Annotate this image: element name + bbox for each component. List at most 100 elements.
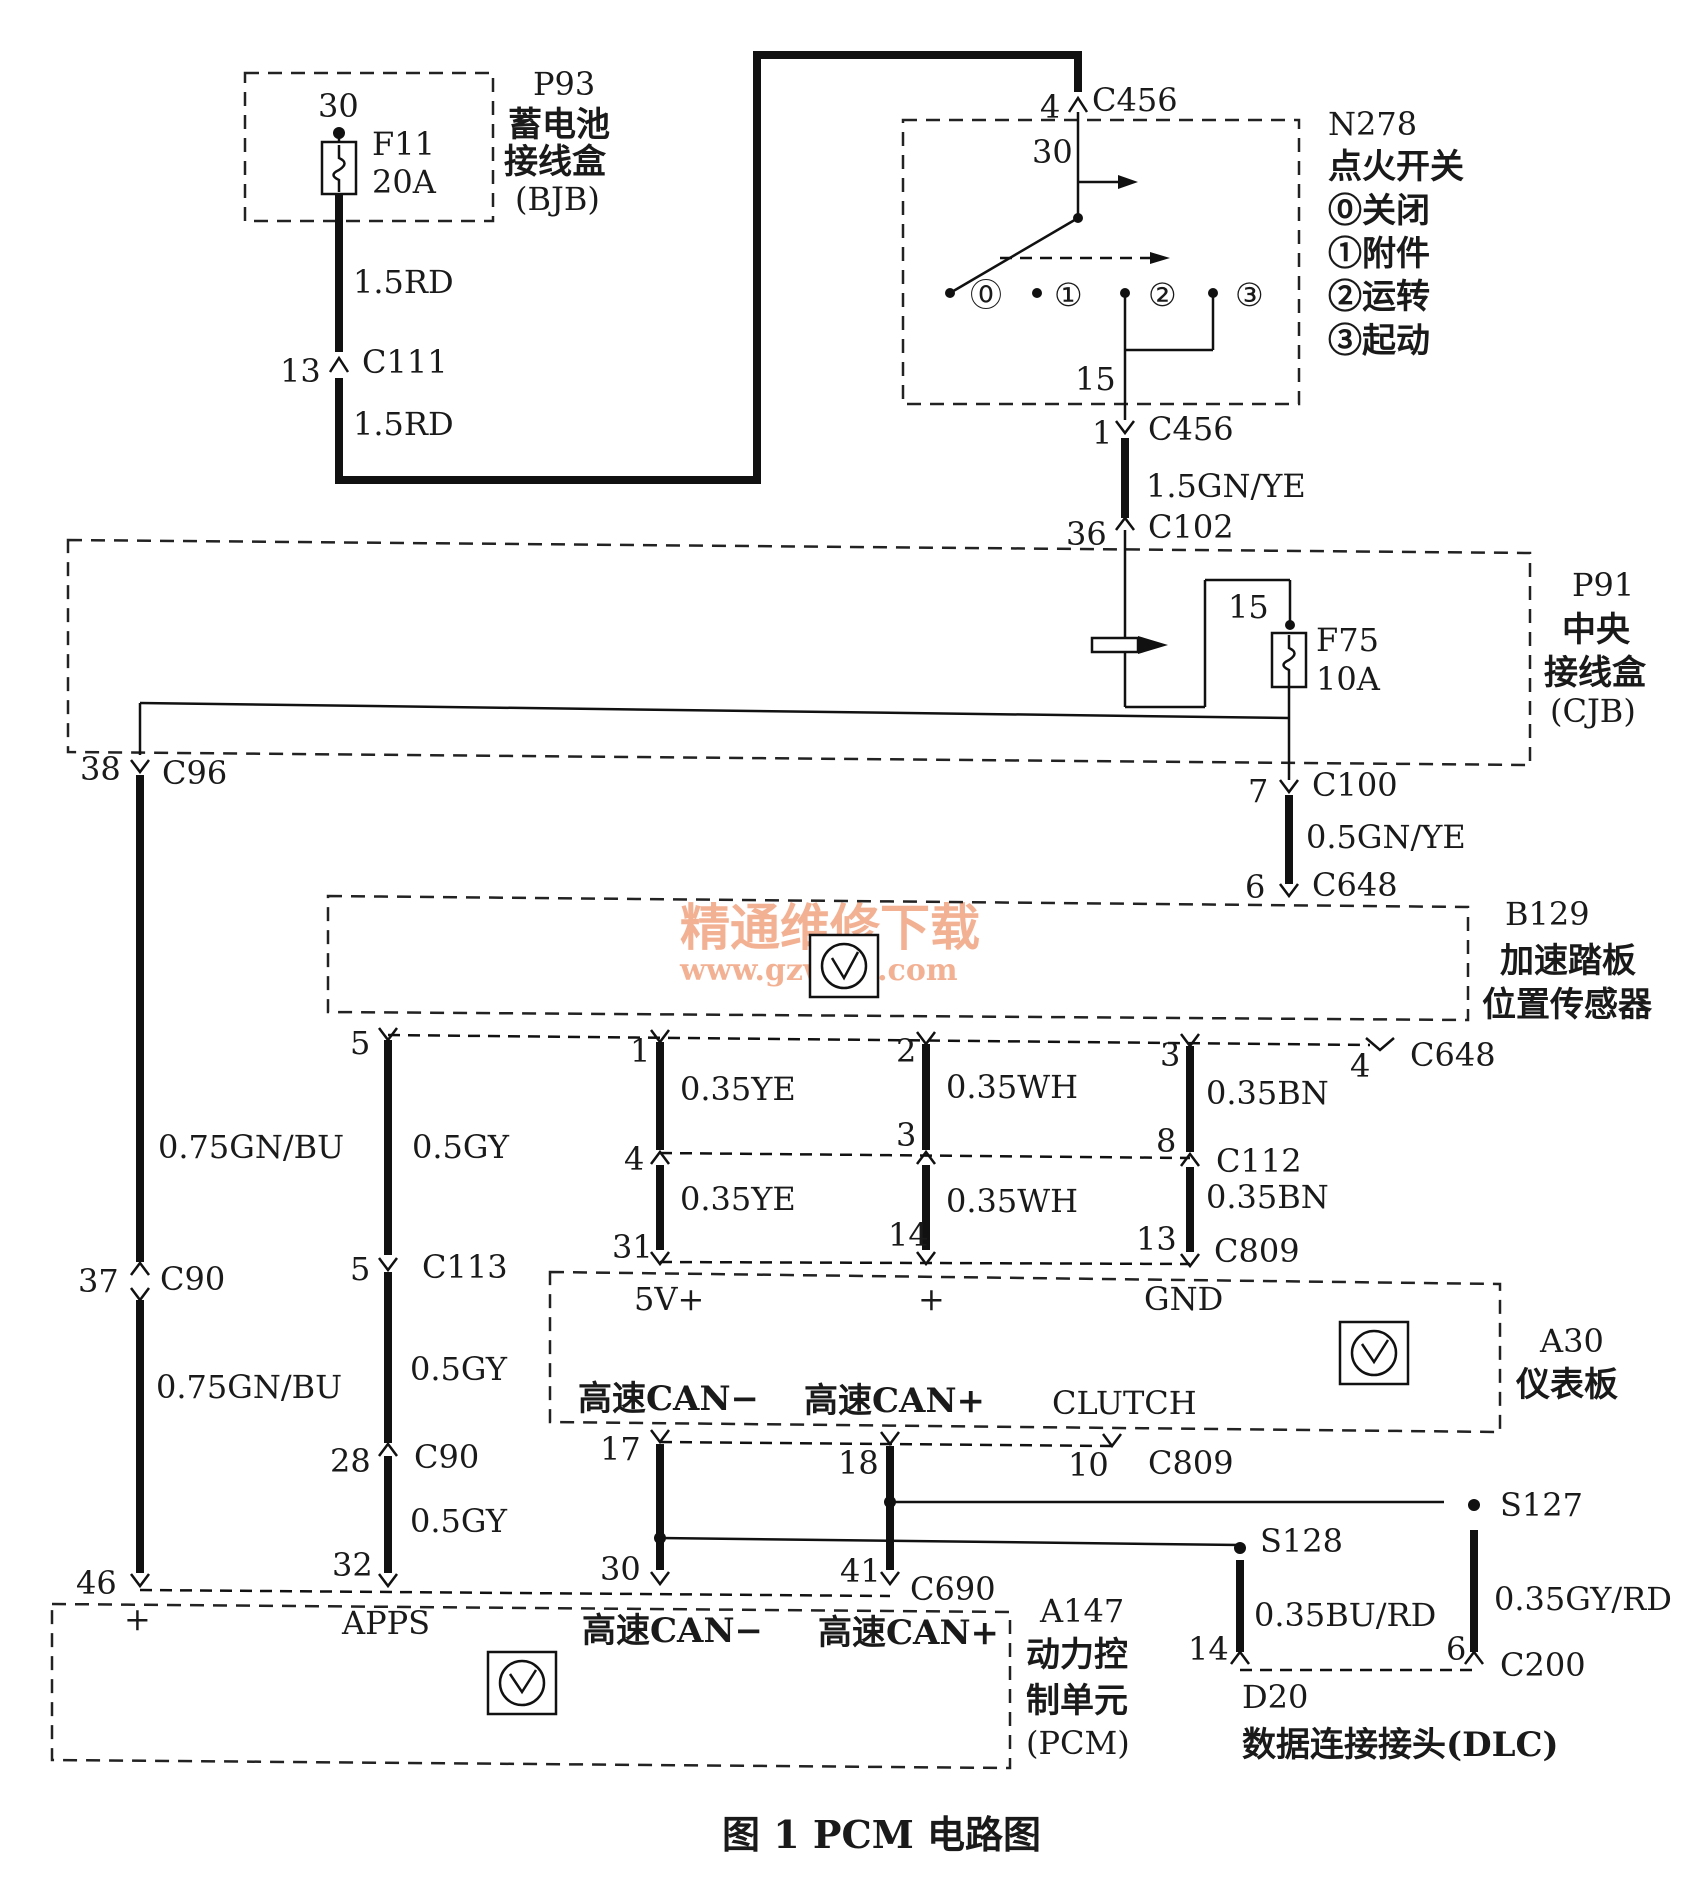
c112-connector: 4 3 8 C112 xyxy=(624,1116,1302,1180)
c112-pin-8: 8 xyxy=(1156,1122,1176,1160)
c90-b-name: C90 xyxy=(414,1438,479,1476)
wire-label-burd: 0.35BU/RD xyxy=(1254,1596,1436,1634)
wire-label-gy1: 0.5GY xyxy=(412,1128,510,1166)
n278-pos2-label: ②运转 xyxy=(1328,277,1430,317)
c90-a-pin: 37 xyxy=(78,1262,119,1300)
f11-rating: 20A xyxy=(372,163,437,201)
wire-label-gnye05: 0.5GN/YE xyxy=(1306,818,1466,856)
n278-pin-in: 30 xyxy=(1032,133,1073,171)
wire-label-bn2: 0.35BN xyxy=(1206,1178,1329,1216)
c111-connector: 13 C111 xyxy=(280,343,448,390)
wire-label-rd2: 1.5RD xyxy=(353,405,454,443)
c809-top-pin-14: 14 xyxy=(888,1216,929,1254)
a30-can-minus: 高速CAN− xyxy=(578,1379,759,1419)
p91-id: P91 xyxy=(1572,566,1634,604)
a30-pin-gnd: GND xyxy=(1144,1280,1223,1318)
c648-pin-3: 3 xyxy=(1160,1036,1180,1074)
d20-id: D20 xyxy=(1242,1678,1308,1716)
c113-name: C113 xyxy=(422,1248,508,1286)
n278-pos2-symbol: ② xyxy=(1148,276,1177,314)
c648-top-connector: 6 C648 xyxy=(1245,866,1398,906)
f75-label: F75 xyxy=(1316,621,1379,659)
n278-pos3-symbol: ③ xyxy=(1235,276,1264,314)
a147-can-minus: 高速CAN− xyxy=(582,1611,763,1651)
c456-top-pin: 4 xyxy=(1040,88,1060,126)
s128-name: S128 xyxy=(1260,1522,1343,1560)
figure-caption: 图 1 PCM 电路图 xyxy=(722,1812,1041,1857)
p93-id: P93 xyxy=(533,65,595,103)
c102-name: C102 xyxy=(1148,508,1234,546)
n278-name: 点火开关 xyxy=(1328,147,1464,187)
c809-bottom-pin-18: 18 xyxy=(838,1444,879,1482)
f75-rating: 10A xyxy=(1316,660,1381,698)
c648-pin-4: 4 xyxy=(1350,1047,1370,1085)
b129-name-line2: 位置传感器 xyxy=(1482,985,1653,1025)
d20-name: 数据连接接头(DLC) xyxy=(1242,1725,1559,1765)
c456-top-name: C456 xyxy=(1092,81,1178,119)
c648-pin-1: 1 xyxy=(630,1032,650,1070)
b129-box xyxy=(326,894,1470,1022)
c690-name: C690 xyxy=(910,1570,996,1608)
p91-pin: 15 xyxy=(1228,588,1269,626)
c90-a-name: C90 xyxy=(160,1260,225,1298)
c809-top-pin-13: 13 xyxy=(1136,1220,1177,1258)
c100-name: C100 xyxy=(1312,766,1398,804)
c648-bottom-name: C648 xyxy=(1410,1036,1496,1074)
a147-abbr: (PCM) xyxy=(1026,1724,1130,1762)
b129-id: B129 xyxy=(1505,895,1590,933)
c200-pin-14: 14 xyxy=(1188,1630,1229,1668)
can-low-branch xyxy=(659,1536,1241,1547)
c111-name: C111 xyxy=(362,343,448,381)
c690-connector: 46 32 30 41 C690 xyxy=(76,1546,996,1608)
b129-name-line1: 加速踏板 xyxy=(1500,941,1636,981)
c200-pin-6: 6 xyxy=(1446,1630,1466,1668)
a147-pin-plus: + xyxy=(124,1600,151,1638)
c102-connector: 36 C102 xyxy=(1066,508,1234,553)
p91-name-line2: 接线盒 xyxy=(1544,653,1647,693)
s127-splice: S127 xyxy=(1468,1486,1583,1524)
a30-clutch: CLUTCH xyxy=(1052,1384,1197,1422)
a147-id: A147 xyxy=(1039,1592,1124,1630)
c111-pin: 13 xyxy=(280,352,321,390)
c112-name: C112 xyxy=(1216,1142,1302,1180)
a30-name: 仪表板 xyxy=(1515,1365,1618,1405)
b129-accelerator-pedal-sensor: B129 加速踏板 位置传感器 xyxy=(326,894,1653,1025)
wire-label-gnbu1: 0.75GN/BU xyxy=(158,1128,344,1166)
n278-box xyxy=(901,118,1301,406)
c113-pin: 5 xyxy=(350,1250,370,1288)
a147-pin-apps: APPS xyxy=(341,1604,430,1642)
s127-name: S127 xyxy=(1500,1486,1583,1524)
p93-pin: 30 xyxy=(318,87,359,125)
battery-feed-wire xyxy=(335,51,1082,484)
c113-connector: 5 C113 xyxy=(350,1248,508,1288)
c809-top-pin-31: 31 xyxy=(612,1228,653,1266)
c456-bottom-pin: 1 xyxy=(1092,414,1112,452)
n278-pos1-symbol: ① xyxy=(1054,276,1083,314)
p93-name-line1: 蓄电池 xyxy=(508,105,610,145)
c809-top-name: C809 xyxy=(1214,1232,1300,1270)
p91-name-line1: 中央 xyxy=(1562,610,1631,650)
f11-fuse-element xyxy=(332,145,346,192)
c200-connector: 14 6 C200 xyxy=(1188,1630,1586,1684)
c90-b-connector: 28 C90 xyxy=(330,1438,479,1480)
p91-box xyxy=(66,538,1532,767)
wire-label-wh1: 0.35WH xyxy=(946,1068,1078,1106)
a147-name-line2: 制单元 xyxy=(1026,1681,1128,1721)
wire-label-wh2: 0.35WH xyxy=(946,1182,1078,1220)
a147-box xyxy=(50,1602,1012,1770)
a30-instrument-cluster: 5V+ + GND 高速CAN− 高速CAN+ CLUTCH A30 仪表板 xyxy=(548,1270,1618,1434)
wire-label-bn1: 0.35BN xyxy=(1206,1074,1329,1112)
f75-fuse-element xyxy=(1282,635,1296,686)
c690-pin-41: 41 xyxy=(840,1552,881,1590)
p91-central-junction-box: 15 F75 10A P91 中央 接线盒 (CJB) xyxy=(66,530,1647,780)
c690-pin-32: 32 xyxy=(332,1546,373,1584)
a147-pcm: + APPS 高速CAN− 高速CAN+ A147 动力控 制单元 (PCM) xyxy=(50,1592,1130,1770)
c96-connector: 38 C96 xyxy=(80,750,227,792)
c690-pin-30: 30 xyxy=(600,1550,641,1588)
n278-pin-out: 15 xyxy=(1075,360,1116,398)
c809-bottom-pin-17: 17 xyxy=(600,1430,641,1468)
c100-connector: 7 C100 xyxy=(1248,766,1398,810)
c456-bottom-name: C456 xyxy=(1148,410,1234,448)
a30-box xyxy=(548,1270,1502,1434)
p93-battery-junction-box: 30 F11 20A P93 蓄电池 接线盒 (BJB) xyxy=(243,65,610,223)
